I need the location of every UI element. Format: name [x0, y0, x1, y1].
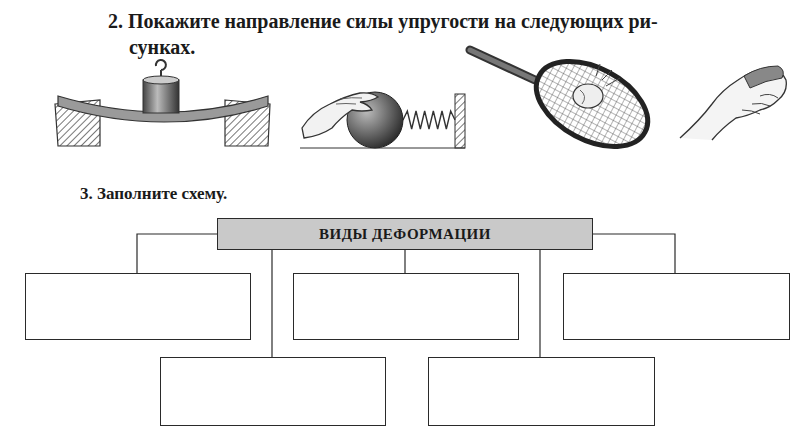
category-header: ВИДЫ ДЕФОРМАЦИИ [217, 218, 593, 250]
category-header [160, 357, 386, 426]
beam-figure [55, 60, 270, 146]
node-label: ВИДЫ ДЕФОРМАЦИИ [319, 226, 491, 243]
connector-line [539, 250, 540, 357]
category-header [25, 273, 251, 340]
connector-line [271, 250, 272, 357]
category-header [293, 273, 519, 340]
racket-figure [470, 44, 662, 164]
category-header [428, 357, 655, 426]
connector-line [137, 234, 217, 273]
task-text: 2. Покажите направление силы упругости н… [108, 8, 661, 60]
hand-figure [680, 66, 786, 140]
task-text: 3. Заполните схему. [80, 184, 227, 204]
category-header [563, 273, 790, 340]
connector-line [404, 250, 405, 273]
connector-line [593, 234, 675, 273]
spring-figure [300, 92, 465, 148]
